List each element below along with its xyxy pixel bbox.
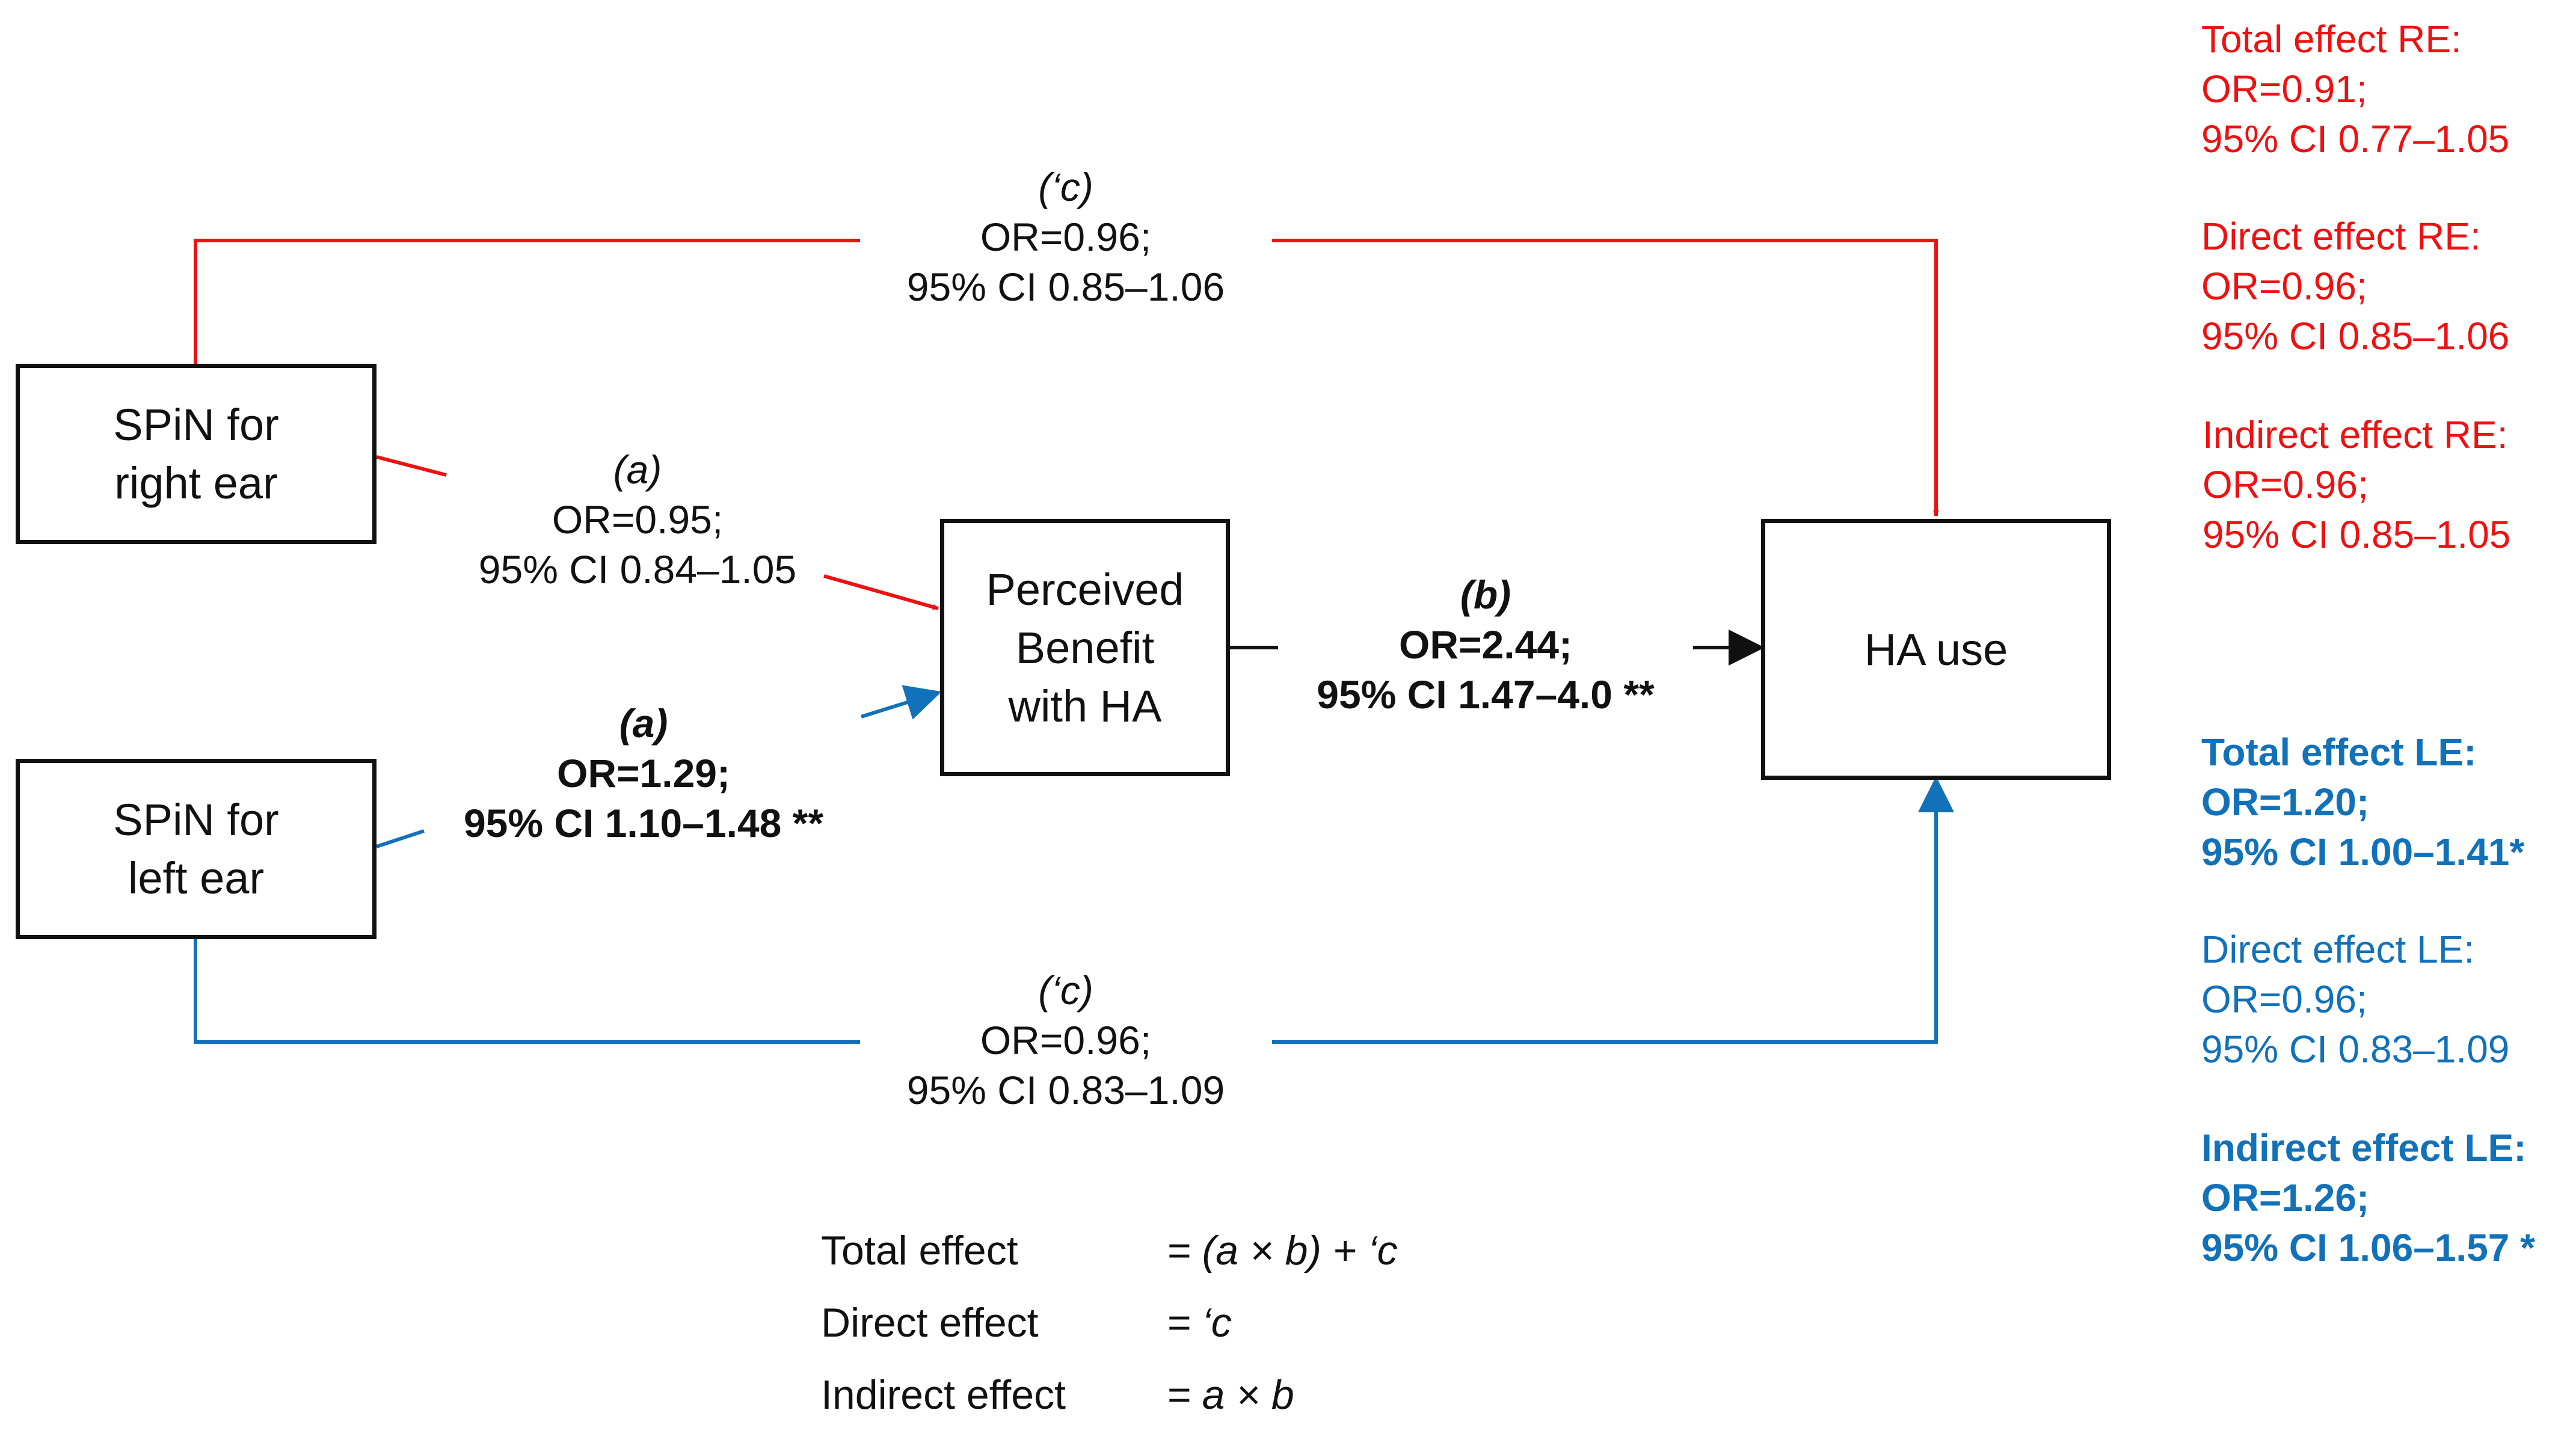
formula-name: Indirect effect — [821, 1372, 1066, 1418]
effect-title: Indirect effect LE: — [2201, 1126, 2527, 1169]
box-line: SPiN for — [113, 795, 279, 845]
effect-formulas: Total effect = (a × b) + ‘c Direct effec… — [821, 1215, 1398, 1431]
path-tag: (a) — [613, 447, 662, 492]
ha-use-box: HA use — [1761, 519, 2111, 780]
c-right-line-right — [1272, 239, 1939, 516]
path-ci: 95% CI 0.84–1.05 — [478, 547, 797, 592]
total-effect-re: Total effect RE: OR=0.91; 95% CI 0.77–1.… — [2201, 14, 2509, 164]
c-right-line-left — [194, 239, 860, 364]
effect-or: OR=0.96; — [2203, 463, 2369, 506]
effect-ci: 95% CI 1.00–1.41* — [2201, 830, 2525, 874]
c-left-line-right — [1272, 776, 1954, 1044]
effect-ci: 95% CI 0.85–1.06 — [2201, 314, 2510, 358]
formula-row: Indirect effect = a × b — [821, 1359, 1398, 1431]
spin-left-ear-box: SPiN for left ear — [16, 759, 377, 939]
path-or: OR=1.29; — [557, 751, 730, 795]
total-effect-le: Total effect LE: OR=1.20; 95% CI 1.00–1.… — [2201, 728, 2524, 877]
formula-name: Direct effect — [821, 1300, 1039, 1346]
path-tag: (b) — [1460, 572, 1511, 617]
indirect-effect-le: Indirect effect LE: OR=1.26; 95% CI 1.06… — [2201, 1123, 2535, 1273]
box-line: Benefit — [1015, 622, 1155, 673]
a-right-line-start — [376, 455, 447, 477]
box-line: with HA — [1008, 681, 1162, 731]
c-left-line-left — [194, 937, 860, 1044]
effect-or: OR=1.26; — [2201, 1176, 2370, 1219]
a-right-label: (a) OR=0.95; 95% CI 0.84–1.05 — [397, 445, 878, 595]
path-ci: 95% CI 1.47–4.0 ** — [1317, 672, 1655, 717]
effect-ci: 95% CI 0.77–1.05 — [2201, 117, 2510, 161]
path-tag: (‘c) — [1038, 165, 1093, 209]
formula-name: Total effect — [821, 1228, 1018, 1273]
formula-expr: = a × b — [1167, 1372, 1294, 1418]
effect-or: OR=0.96; — [2201, 265, 2367, 308]
formula-row: Direct effect = ‘c — [821, 1287, 1398, 1359]
path-ci: 95% CI 0.83–1.09 — [906, 1068, 1225, 1112]
b-label: (b) OR=2.44; 95% CI 1.47–4.0 ** — [1245, 570, 1726, 720]
c-left-label: (‘c) OR=0.96; 95% CI 0.83–1.09 — [825, 966, 1306, 1115]
effect-title: Total effect LE: — [2201, 731, 2477, 774]
formula-expr: = (a × b) + ‘c — [1167, 1228, 1398, 1273]
effect-ci: 95% CI 1.06–1.57 * — [2201, 1226, 2536, 1269]
effect-title: Direct effect LE: — [2201, 928, 2475, 971]
a-left-line-start — [376, 829, 425, 848]
box-line: Perceived — [986, 564, 1184, 614]
path-tag: (a) — [619, 701, 668, 746]
formula-row: Total effect = (a × b) + ‘c — [821, 1215, 1398, 1287]
path-ci: 95% CI 1.10–1.48 ** — [463, 801, 824, 845]
a-left-arrow — [861, 685, 942, 720]
effect-or: OR=0.96; — [2201, 978, 2367, 1021]
direct-effect-re: Direct effect RE: OR=0.96; 95% CI 0.85–1… — [2201, 212, 2509, 361]
effect-ci: 95% CI 0.83–1.09 — [2201, 1028, 2510, 1071]
effect-or: OR=0.91; — [2201, 67, 2367, 111]
effect-ci: 95% CI 0.85–1.05 — [2203, 513, 2511, 556]
a-right-arrow — [823, 574, 939, 610]
effect-title: Direct effect RE: — [2201, 215, 2481, 258]
box-line: HA use — [1864, 624, 2008, 675]
perceived-benefit-box: Perceived Benefit with HA — [940, 519, 1230, 776]
path-or: OR=0.95; — [552, 497, 724, 542]
c-right-label: (‘c) OR=0.96; 95% CI 0.85–1.06 — [825, 162, 1306, 312]
path-or: OR=0.96; — [980, 215, 1152, 259]
effect-title: Total effect RE: — [2201, 17, 2462, 61]
path-tag: (‘c) — [1038, 968, 1093, 1013]
a-left-label: (a) OR=1.29; 95% CI 1.10–1.48 ** — [367, 699, 920, 848]
path-ci: 95% CI 0.85–1.06 — [906, 265, 1225, 309]
spin-right-ear-box: SPiN for right ear — [16, 364, 377, 544]
box-line: right ear — [114, 458, 278, 508]
effect-or: OR=1.20; — [2201, 780, 2370, 824]
indirect-effect-re: Indirect effect RE: OR=0.96; 95% CI 0.85… — [2203, 410, 2510, 560]
formula-expr: = ‘c — [1167, 1300, 1232, 1346]
direct-effect-le: Direct effect LE: OR=0.96; 95% CI 0.83–1… — [2201, 925, 2509, 1074]
effect-title: Indirect effect RE: — [2203, 413, 2508, 456]
path-or: OR=0.96; — [980, 1018, 1152, 1062]
box-line: left ear — [128, 853, 265, 903]
path-or: OR=2.44; — [1399, 622, 1572, 667]
box-line: SPiN for — [113, 400, 279, 450]
